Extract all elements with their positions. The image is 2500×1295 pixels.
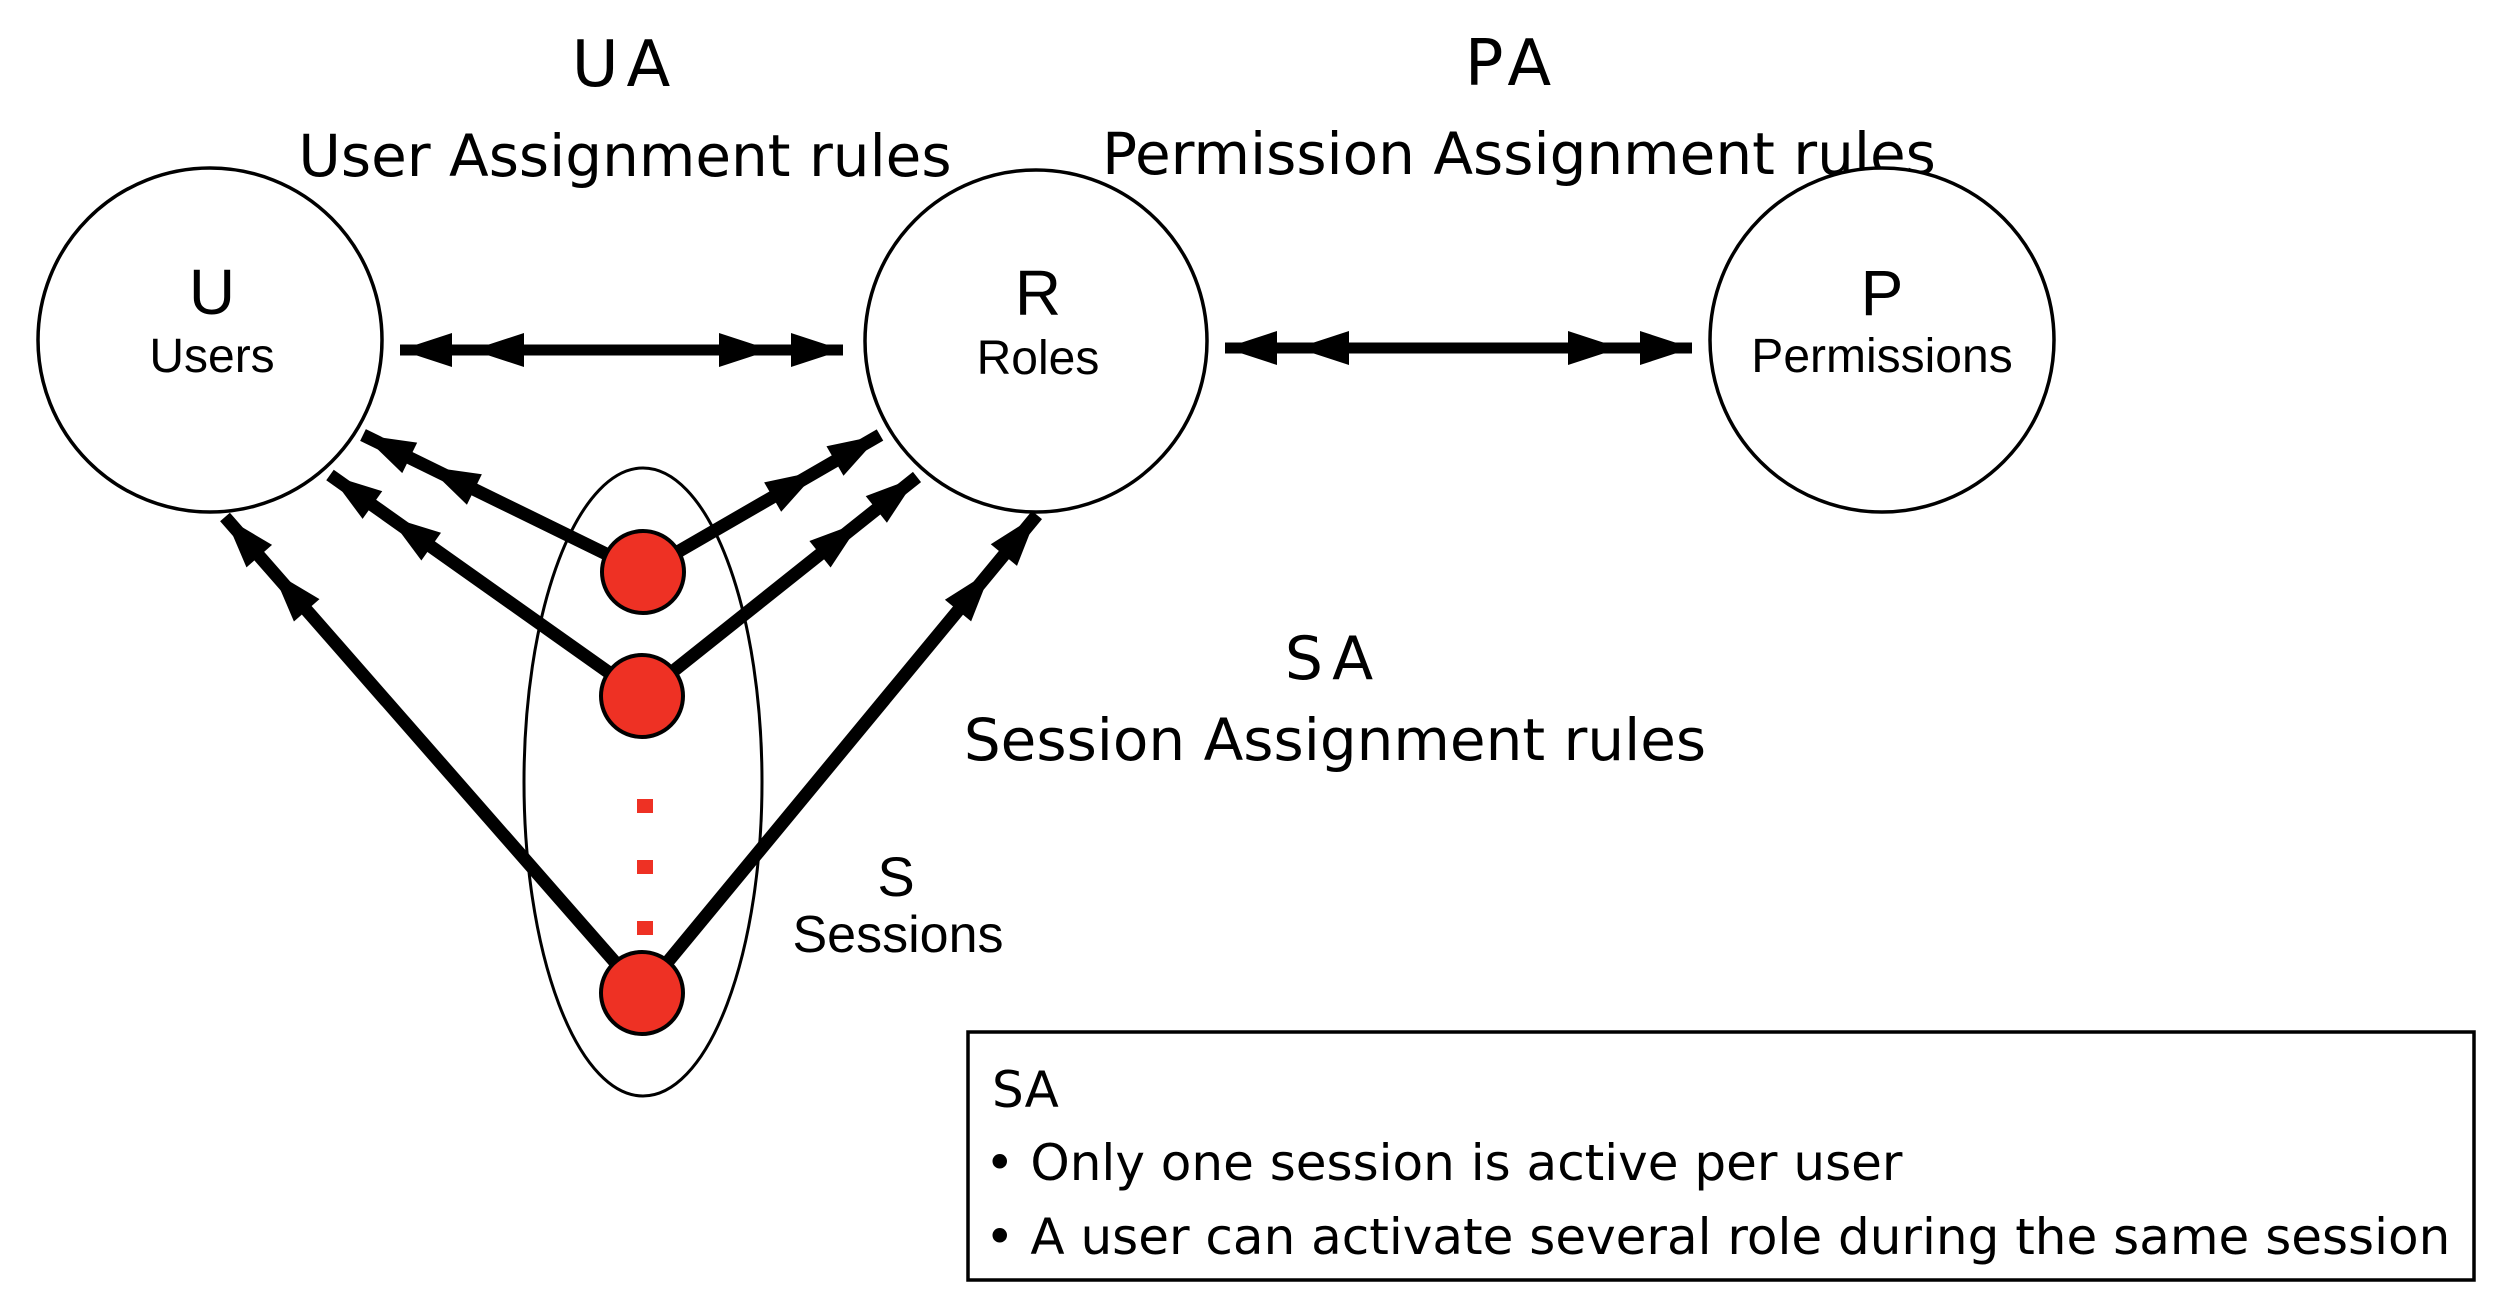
session2-to-users-arrow [326,469,646,702]
sessions-abbr-label: S [877,845,914,908]
session2-to-roles-arrow [637,471,922,702]
session-dot-3 [599,950,685,1036]
session-ellipsis-dash-3 [637,921,653,935]
permissions-name-label: Permissions [1751,330,2012,383]
users-name-label: Users [149,330,274,383]
pa-title-label: Permission Assignment rules [1102,120,1936,188]
users-abbr-label: U [189,256,235,328]
session3-to-roles-arrow [636,510,1043,998]
session-dot-1 [600,529,686,615]
session3-to-users-arrow [220,512,647,998]
sa-title-label: Session Assignment rules [964,706,1706,774]
sessions-ellipse [522,466,764,1098]
session-ellipsis-dash-2 [637,860,653,874]
roles-circle [863,168,1209,514]
sa-abbr-label: SA [1285,624,1381,694]
session1-to-roles-arrow [639,429,884,578]
note-box-bullet-2: • A user can activate several role durin… [985,1208,2450,1266]
roles-name-label: Roles [977,332,1100,385]
ua-title-label: User Assignment rules [298,122,951,190]
note-box-bullet-1: • Only one session is active per user [985,1134,1903,1192]
users-circle [36,166,384,514]
roles-abbr-label: R [1015,257,1061,329]
session-dot-2 [599,653,685,739]
session-ellipsis-dash-1 [637,799,653,813]
permissions-circle [1708,166,2056,514]
note-box-title: SA [992,1061,1059,1119]
note-box [966,1030,2476,1282]
permissions-abbr-label: P [1861,257,1904,329]
ua-abbr-label: UA [572,28,679,102]
session1-to-users-arrow [360,429,646,578]
pa-abbr-label: PA [1465,27,1559,101]
sessions-name-label: Sessions [793,906,1004,964]
